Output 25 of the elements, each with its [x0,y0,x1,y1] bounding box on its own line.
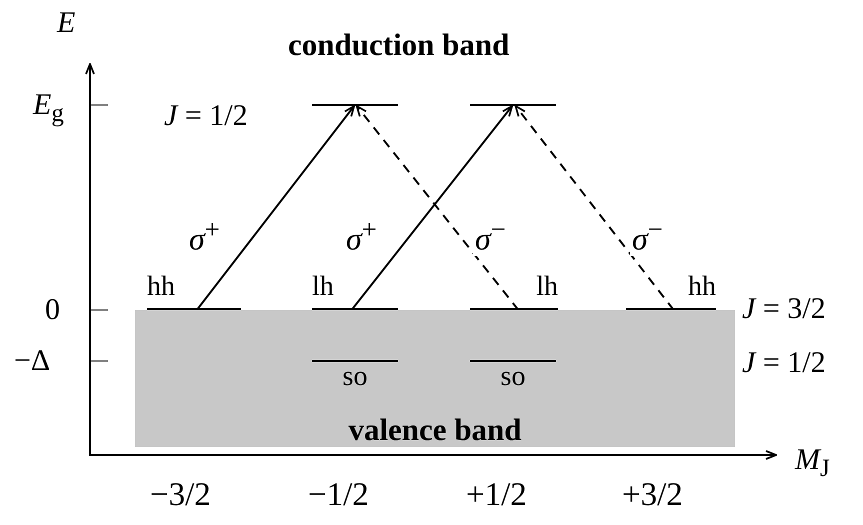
axis-value: −Δ [14,344,50,378]
axis-title: E [57,6,76,40]
level-label: so [500,362,526,392]
valence-band-region [135,310,735,447]
arrow [196,105,356,311]
level-label: hh [688,272,716,302]
energy-level-line [470,104,556,106]
axis-title: M$_{J}$ [795,443,830,484]
level-label: hh [147,272,175,302]
level-label: so [342,362,368,392]
axis-value: −1/2 [308,478,369,512]
quantum-number-label: J = 3/2 [742,292,826,326]
axis-value: +3/2 [622,478,683,512]
dashed-arrow [514,105,674,311]
band-label: valence band [347,413,523,447]
energy-level-line [312,104,398,106]
axis-value: +1/2 [466,478,527,512]
axis-value: 0 [45,293,60,327]
quantum-number-label: J = 1/2 [164,99,248,133]
axis-value: E$_{g}$ [33,88,64,129]
band-label: conduction band [288,28,510,62]
axis-value: −3/2 [150,478,211,512]
level-label: lh [536,272,558,302]
level-label: lh [312,272,334,302]
quantum-number-label: J = 1/2 [742,346,826,380]
